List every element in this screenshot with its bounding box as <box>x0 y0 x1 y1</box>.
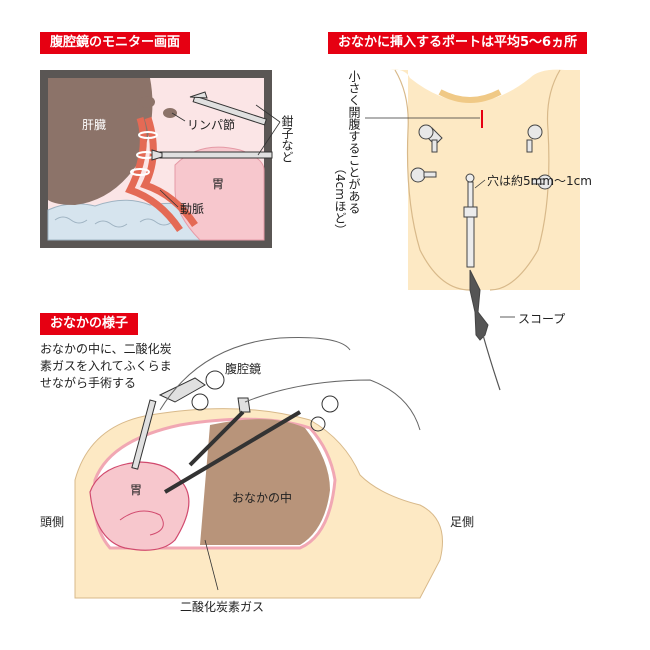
laparoscope-label: 腹腔鏡 <box>225 362 262 376</box>
torso-outline <box>394 69 561 291</box>
monitor-heading: 腹腔鏡のモニター画面 <box>40 32 191 54</box>
stomach-cross <box>89 461 190 551</box>
hole-size-label: 穴は約5mm～1cm <box>487 174 592 188</box>
port-1 <box>418 124 443 153</box>
description-line-2: 素ガスを入れてふくらま <box>40 359 172 373</box>
stomach-label-monitor: 胃 <box>212 177 225 191</box>
stomach-detail <box>119 510 164 536</box>
stomach-label-abdomen: 胃 <box>130 483 143 497</box>
inside-abdomen-label: おなかの中 <box>232 491 293 505</box>
abdomen-heading: おなかの様子 <box>40 313 139 335</box>
fat-tissue-lines <box>54 216 173 228</box>
torso-illustration <box>365 69 580 391</box>
liver-shape <box>48 78 153 205</box>
scope-instrument <box>463 173 489 341</box>
forceps-lower <box>151 149 273 161</box>
co2-gas-label: 二酸化炭素ガス <box>180 600 265 614</box>
grasper-right <box>163 395 339 494</box>
forceps-label: 鉗子など <box>280 115 294 163</box>
liver-label: 肝臓 <box>82 118 107 132</box>
lymph-node-1 <box>139 96 155 108</box>
incision-size: （4cmほど） <box>333 162 347 236</box>
scope-label: スコープ <box>518 312 566 326</box>
lymph-node-label: リンパ節 <box>187 118 236 132</box>
description-line-3: せながら手術する <box>40 376 137 390</box>
incision-note: 小さく開腹することがある <box>347 70 361 214</box>
foot-side-label: 足側 <box>450 515 475 529</box>
head-side-label: 頭側 <box>40 515 65 529</box>
forceps-upper <box>189 91 267 126</box>
port-3 <box>410 167 437 183</box>
vessel-rings <box>130 131 158 176</box>
port-4 <box>531 174 553 190</box>
hole-leader <box>474 179 486 189</box>
artery-label: 動脈 <box>180 202 205 216</box>
co2-leader <box>204 539 219 591</box>
instrument-cables <box>159 337 421 431</box>
torso-skin <box>390 69 580 291</box>
ports-heading: おなかに挿入するポートは平均5～6ヵ所 <box>328 32 588 54</box>
monitor-illustration <box>40 70 273 248</box>
port-2 <box>526 124 543 153</box>
lymph-node-2 <box>163 108 177 118</box>
abdomen-illustration <box>74 337 443 599</box>
stomach-shape <box>174 146 265 241</box>
scope-cable <box>482 334 501 391</box>
rib-shadow <box>438 89 502 103</box>
monitor-leaders <box>159 104 281 208</box>
grasper-left <box>131 370 225 470</box>
description-line-1: おなかの中に、二酸化炭 <box>40 342 172 356</box>
abdomen-description: おなかの中に、二酸化炭 素ガスを入れてふくらま せながら手術する <box>40 341 172 392</box>
